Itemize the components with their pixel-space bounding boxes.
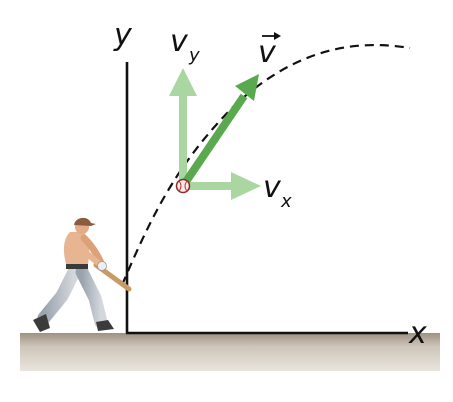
y-axis-label: y: [113, 18, 133, 53]
vector-arrow-accent: [262, 32, 281, 40]
vy-label: v: [170, 24, 189, 59]
ground: [20, 333, 440, 371]
vy-arrow: [169, 68, 197, 188]
x-axis-label: x: [408, 316, 427, 351]
v-label: v: [258, 35, 277, 70]
trajectory-path: [120, 43, 411, 286]
baseball-icon: [175, 178, 191, 194]
vx-arrow: [183, 172, 261, 200]
vx-subscript: x: [280, 191, 292, 212]
vx-label: v: [263, 170, 282, 205]
baseball-batter-figure: [33, 217, 132, 332]
velocity-arrow: [179, 74, 259, 189]
vy-subscript: y: [188, 45, 200, 66]
